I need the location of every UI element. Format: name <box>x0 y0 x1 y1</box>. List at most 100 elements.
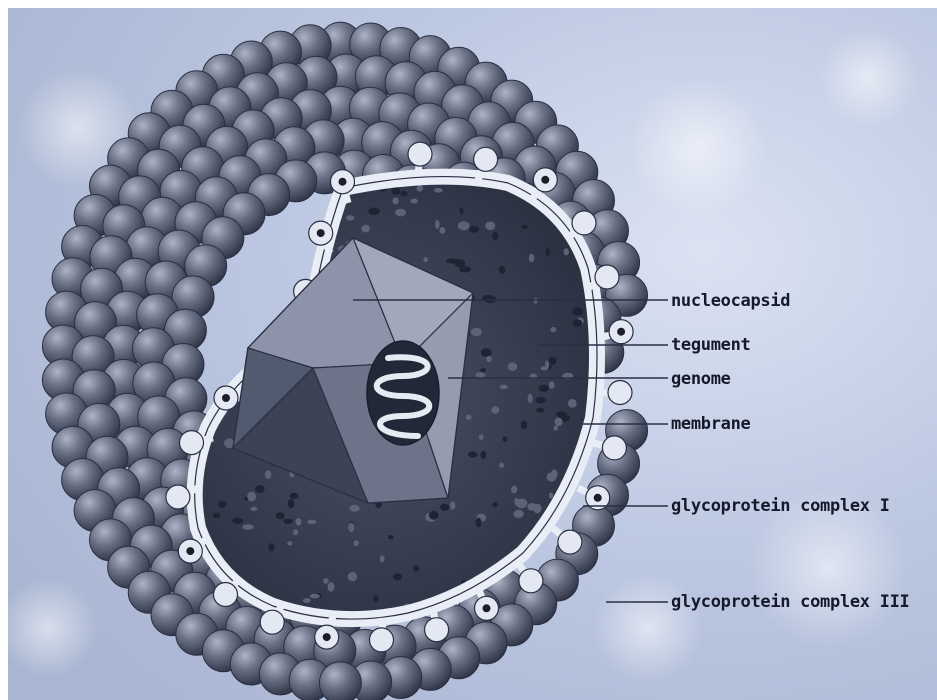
tegument-particle <box>460 207 464 214</box>
glycoprotein-head <box>595 265 619 289</box>
tegument-particle <box>538 385 549 392</box>
tegument-particle <box>466 415 472 420</box>
tegument-particle <box>508 362 518 371</box>
tegument-particle <box>251 507 258 511</box>
glycoprotein-core <box>483 604 491 612</box>
tegument-particle <box>429 511 439 520</box>
tegument-particle <box>310 594 320 599</box>
tegument-particle <box>303 598 311 603</box>
tegument-particle <box>482 295 494 302</box>
capsomer <box>319 662 361 700</box>
tegument-particle <box>255 485 265 493</box>
tegument-particle <box>440 504 449 511</box>
glycoprotein-head <box>408 142 432 166</box>
tegument-particle <box>395 209 406 217</box>
tegument-particle <box>388 535 394 539</box>
glycoprotein-head <box>602 436 626 460</box>
tegument-particle <box>572 308 583 316</box>
tegument-particle <box>476 518 482 528</box>
tegument-particle <box>293 529 298 535</box>
tegument-particle <box>536 408 544 413</box>
tegument-particle <box>323 578 329 584</box>
tegument-particle <box>392 187 401 195</box>
tegument-particle <box>354 540 359 546</box>
tegument-particle <box>573 319 583 326</box>
tegument-particle <box>450 501 455 509</box>
tegument-particle <box>480 451 486 460</box>
tegument-particle <box>546 247 550 256</box>
glycoprotein-core <box>186 547 194 555</box>
tegument-particle <box>373 595 379 602</box>
tegument-particle <box>218 501 226 508</box>
tegument-particle <box>346 215 354 220</box>
tegument-particle <box>486 356 492 362</box>
tegument-particle <box>283 519 293 524</box>
tegument-particle <box>541 366 548 370</box>
glycoprotein-head <box>370 628 394 652</box>
tegument-particle <box>287 541 292 545</box>
tegument-particle <box>479 434 484 440</box>
tegument-particle <box>535 397 545 404</box>
label-glycoprotein-complex-1: glycoprotein complex I <box>671 496 890 516</box>
tegument-particle <box>468 451 477 457</box>
tegument-particle <box>361 225 370 233</box>
tegument-particle <box>400 191 407 196</box>
tegument-particle <box>276 512 285 519</box>
glycoprotein-head <box>572 211 596 235</box>
tegument-particle <box>548 357 556 365</box>
glycoprotein-head <box>425 618 449 642</box>
tegument-particle <box>521 225 527 229</box>
tegument-particle <box>500 385 508 389</box>
tegument-particle <box>481 348 492 356</box>
glycoprotein-core <box>594 494 602 502</box>
tegument-particle <box>499 266 506 274</box>
tegument-particle <box>413 565 419 572</box>
tegument-particle <box>380 555 385 562</box>
glycoprotein-core <box>617 328 625 336</box>
tegument-particle <box>521 421 527 430</box>
tegument-particle <box>458 221 470 230</box>
tegument-particle <box>242 524 253 530</box>
tegument-particle <box>350 505 360 512</box>
tegument-particle <box>288 499 294 508</box>
glycoprotein-head <box>214 583 238 607</box>
tegument-particle <box>348 523 354 532</box>
tegument-particle <box>514 498 518 506</box>
tegument-particle <box>554 418 562 427</box>
tegument-particle <box>296 518 302 526</box>
tegument-particle <box>393 573 402 580</box>
tegument-particle <box>213 513 221 518</box>
tegument-particle <box>568 399 577 408</box>
tegument-particle <box>393 197 399 204</box>
glycoprotein-head <box>608 381 632 405</box>
tegument-particle <box>492 502 498 507</box>
glycoprotein-head <box>260 610 284 634</box>
tegument-particle <box>439 227 445 234</box>
label-genome: genome <box>671 369 731 389</box>
glycoprotein-core <box>541 176 549 184</box>
herpesvirus-diagram: nucleocapsid tegument genome membrane gl… <box>8 8 937 700</box>
tegument-particle <box>471 328 482 336</box>
label-glycoprotein-complex-3: glycoprotein complex III <box>671 592 909 612</box>
tegument-particle <box>513 510 523 518</box>
glycoprotein-core <box>222 394 230 402</box>
tegument-particle <box>528 394 533 403</box>
tegument-particle <box>480 368 486 372</box>
tegument-particle <box>459 266 471 272</box>
tegument-particle <box>549 493 553 499</box>
tegument-particle <box>469 226 479 233</box>
tegument-particle <box>556 411 567 417</box>
glycoprotein-head <box>558 530 582 554</box>
tegument-particle <box>307 520 316 524</box>
tegument-particle <box>434 188 443 193</box>
glycoprotein-core <box>323 633 331 641</box>
glycoprotein-head <box>474 147 498 171</box>
label-membrane: membrane <box>671 414 751 434</box>
glycoprotein-head <box>166 485 190 509</box>
tegument-particle <box>410 199 418 204</box>
tegument-particle <box>435 220 440 229</box>
glycoprotein-core <box>339 178 347 186</box>
tegument-particle <box>534 298 538 304</box>
tegument-particle <box>417 186 424 192</box>
